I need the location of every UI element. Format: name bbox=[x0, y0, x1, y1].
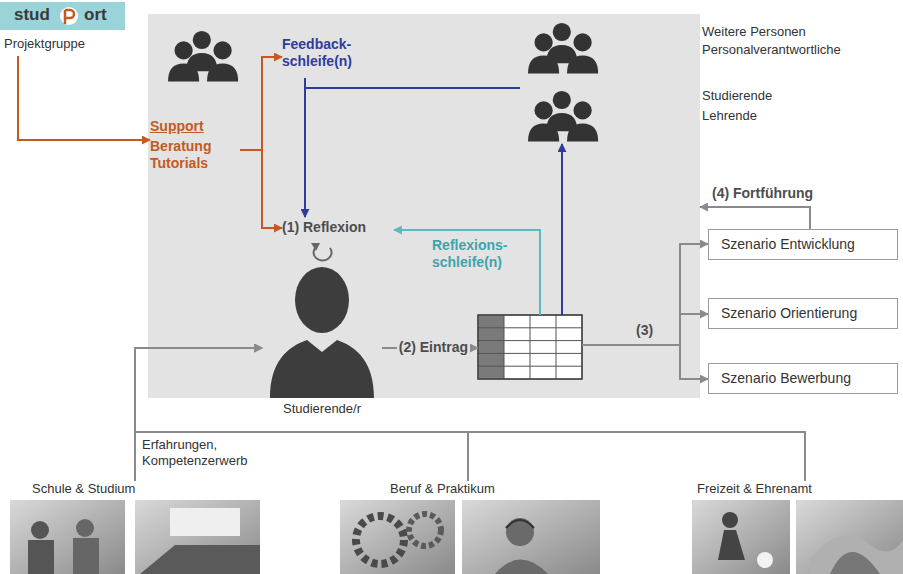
connector bbox=[582, 345, 708, 379]
logo-port-icon bbox=[60, 7, 78, 25]
connector bbox=[240, 150, 282, 228]
support-box: SupportBeratung Tutorials bbox=[150, 118, 240, 182]
connector bbox=[561, 144, 563, 315]
node-text: (1) Reflexion bbox=[282, 219, 366, 236]
node-text: Beratung Tutorials bbox=[150, 138, 228, 172]
experience-field: Freizeit & Ehrenamt bbox=[690, 481, 903, 574]
photo bbox=[135, 500, 260, 574]
photo bbox=[692, 500, 790, 574]
photo bbox=[462, 500, 600, 574]
feedback-loop: Feedback- schleife(n) bbox=[282, 36, 368, 78]
node-text: Weitere Personen bbox=[702, 24, 806, 40]
connector bbox=[135, 348, 468, 481]
people-icon bbox=[528, 23, 598, 74]
experience-field: Beruf & Praktikum bbox=[335, 481, 603, 574]
node-text: Studierende bbox=[702, 88, 772, 104]
panel-ground bbox=[148, 14, 700, 398]
cycle-arrow bbox=[311, 243, 332, 260]
stakeholder-group: Weitere PersonenPersonalverantwortlicheS… bbox=[520, 22, 898, 144]
student-silhouette bbox=[270, 267, 374, 398]
entry-table-grid bbox=[478, 315, 582, 379]
node-text: (2) Eintrag bbox=[397, 339, 470, 356]
photo bbox=[10, 500, 125, 574]
node-text: Freizeit & Ehrenamt bbox=[697, 481, 812, 497]
connector bbox=[394, 230, 540, 315]
node-text: Szenario Orientierung bbox=[721, 305, 857, 322]
node-text: Personalverantwortliche bbox=[702, 42, 841, 58]
node-text: Studierende/r bbox=[262, 401, 382, 417]
node-text: Beruf & Praktikum bbox=[390, 481, 495, 497]
node-text: Projektgruppe bbox=[4, 36, 85, 52]
logo-text: ort bbox=[84, 5, 107, 25]
node-text: Support bbox=[150, 118, 204, 135]
logo-text: stud bbox=[14, 5, 50, 25]
connector bbox=[240, 57, 282, 150]
edge-label: Reflexions- schleife(n) bbox=[432, 237, 524, 271]
node-text: Szenario Entwicklung bbox=[721, 236, 855, 253]
connector bbox=[135, 348, 262, 481]
connector bbox=[304, 78, 306, 217]
connector bbox=[700, 207, 810, 229]
node-text: Feedback- schleife(n) bbox=[282, 36, 368, 70]
people-icon bbox=[168, 31, 238, 82]
photo bbox=[340, 500, 455, 574]
people-icon bbox=[528, 91, 598, 142]
entry-table: (2) Eintrag bbox=[478, 315, 582, 379]
photo bbox=[796, 500, 903, 574]
connector bbox=[582, 314, 708, 345]
edge-label: (3) bbox=[636, 322, 653, 339]
connector bbox=[18, 56, 150, 140]
connector bbox=[582, 244, 708, 345]
edge-label: Erfahrungen, Kompetenzerwerb bbox=[142, 437, 260, 468]
connector bbox=[305, 78, 520, 88]
scenario-box: Szenario Bewerbung bbox=[708, 363, 898, 394]
node-text: Szenario Bewerbung bbox=[721, 370, 851, 387]
experience-field: Schule & Studium bbox=[10, 481, 262, 574]
scenario-box: Szenario Entwicklung bbox=[708, 229, 898, 260]
connector bbox=[135, 348, 805, 481]
scenario-box: Szenario Orientierung bbox=[708, 298, 898, 329]
reflection-step: (1) Reflexion bbox=[282, 217, 394, 239]
node-text: Schule & Studium bbox=[32, 481, 135, 497]
workspace-panel: SupportBeratung Tutorials Feedback- schle… bbox=[148, 14, 700, 398]
edge-label: (4) Fortführung bbox=[712, 185, 813, 202]
logo-plate bbox=[0, 2, 125, 30]
student-figure: Studierende/r bbox=[262, 262, 382, 420]
node-text: Lehrende bbox=[702, 108, 757, 124]
